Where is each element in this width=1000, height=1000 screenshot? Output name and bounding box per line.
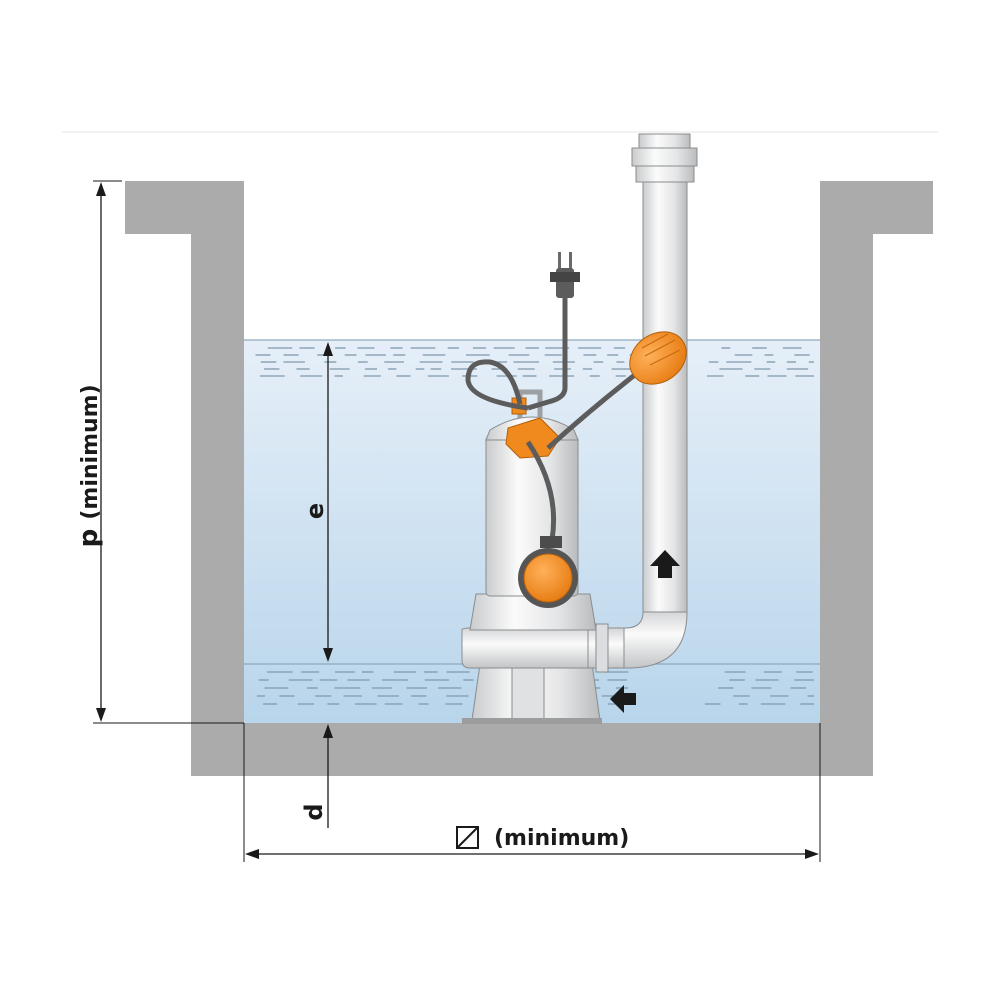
- depth-note: (minimum): [78, 384, 103, 519]
- cable-clamp: [505, 417, 561, 459]
- bottom-clearance-label: d: [300, 803, 328, 820]
- level-range-label: e: [301, 503, 329, 519]
- sump-wall-left: [125, 181, 933, 776]
- square-diagonal-icon: [456, 826, 479, 849]
- water-ripples-upper: [255, 347, 814, 377]
- dimension-d: [323, 724, 333, 828]
- pump-volute: [461, 627, 601, 669]
- dimension-width: [243, 723, 821, 862]
- power-plug-icon: [550, 252, 580, 298]
- arrow-up-icon: [650, 550, 680, 578]
- dimension-p: [93, 180, 244, 724]
- depth-label: p: [74, 529, 104, 548]
- discharge-pipe: [591, 133, 698, 669]
- dimension-e: [323, 342, 333, 662]
- power-cable: [465, 298, 568, 411]
- arrow-left-icon: [610, 685, 636, 713]
- width-note: (minimum): [494, 826, 629, 851]
- float-switch-lower: [518, 440, 578, 608]
- float-switch-upper: [546, 331, 687, 450]
